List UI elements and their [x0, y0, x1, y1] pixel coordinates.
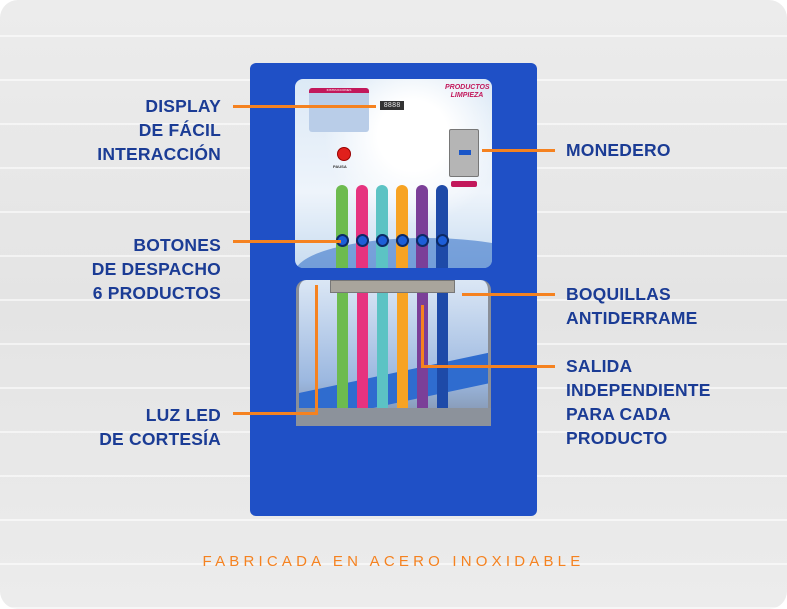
label-outlet: SALIDA INDEPENDIENTE PARA CADA PRODUCTO	[566, 354, 711, 450]
product-tube-6	[436, 185, 448, 268]
coin-screen	[459, 150, 471, 155]
callout-line-coin	[482, 149, 555, 152]
pause-label: PAUSA	[333, 164, 347, 169]
product-tube-2	[356, 185, 368, 268]
coin-acceptor[interactable]	[449, 129, 479, 177]
dispense-button-5[interactable]	[415, 234, 429, 247]
outlet-tube-1	[337, 293, 348, 408]
label-line: DE DESPACHO	[91, 259, 221, 279]
dispensing-window	[296, 280, 491, 426]
dispense-button-4[interactable]	[395, 234, 409, 247]
instructions-title: INSTRUCCIONES	[309, 88, 369, 93]
label-line: LUZ LED	[145, 405, 221, 425]
callout-line-nozzles	[462, 293, 555, 296]
callout-line-display	[233, 105, 376, 108]
nozzle-bar	[330, 280, 455, 293]
label-line: INDEPENDIENTE	[566, 380, 711, 400]
label-led: LUZ LED DE CORTESÍA	[99, 403, 221, 451]
dispense-button-6[interactable]	[435, 234, 449, 247]
outlet-tube-2	[357, 293, 368, 408]
drip-tray	[296, 408, 491, 426]
outlet-tube-4	[397, 293, 408, 408]
product-tube-4	[396, 185, 408, 268]
control-panel: INSTRUCCIONES 8888 PRODUCTOS LIMPIEZA PA…	[295, 79, 492, 268]
label-line: BOTONES	[133, 235, 221, 255]
label-line: DE FÁCIL	[138, 120, 221, 140]
label-line: 6 PRODUCTOS	[92, 283, 221, 303]
outlet-tube-3	[377, 293, 388, 408]
footer-caption: FABRICADA EN ACERO INOXIDABLE	[202, 553, 585, 570]
label-display: DISPLAY DE FÁCIL INTERACCIÓN	[97, 94, 221, 166]
callout-line-outlet-vertical	[421, 305, 424, 368]
label-line: PRODUCTO	[566, 428, 668, 448]
label-line: PARA CADA	[566, 404, 671, 424]
label-line: DISPLAY	[145, 96, 221, 116]
dispense-button-2[interactable]	[355, 234, 369, 247]
product-tube-1	[336, 185, 348, 268]
callout-line-led-vertical	[315, 285, 318, 415]
digital-display: 8888	[380, 101, 404, 110]
pause-button[interactable]	[337, 147, 351, 161]
callout-line-led	[233, 412, 318, 415]
outlet-tube-6	[437, 293, 448, 408]
label-nozzles: BOQUILLAS ANTIDERRAME	[566, 282, 698, 330]
callout-line-buttons	[233, 240, 341, 243]
instructions-card: INSTRUCCIONES	[309, 88, 369, 132]
callout-line-outlet	[421, 365, 555, 368]
dispense-button-3[interactable]	[375, 234, 389, 247]
label-line: INTERACCIÓN	[97, 144, 221, 164]
brand-logo: PRODUCTOS LIMPIEZA	[445, 84, 490, 99]
label-coin: MONEDERO	[566, 138, 671, 162]
product-tube-5	[416, 185, 428, 268]
label-line: MONEDERO	[566, 140, 671, 160]
label-buttons: BOTONES DE DESPACHO 6 PRODUCTOS	[92, 233, 221, 305]
coin-label	[451, 181, 477, 187]
label-line: SALIDA	[566, 356, 633, 376]
label-line: ANTIDERRAME	[566, 308, 698, 328]
product-tube-3	[376, 185, 388, 268]
label-line: DE CORTESÍA	[99, 429, 221, 449]
label-line: BOQUILLAS	[566, 284, 671, 304]
